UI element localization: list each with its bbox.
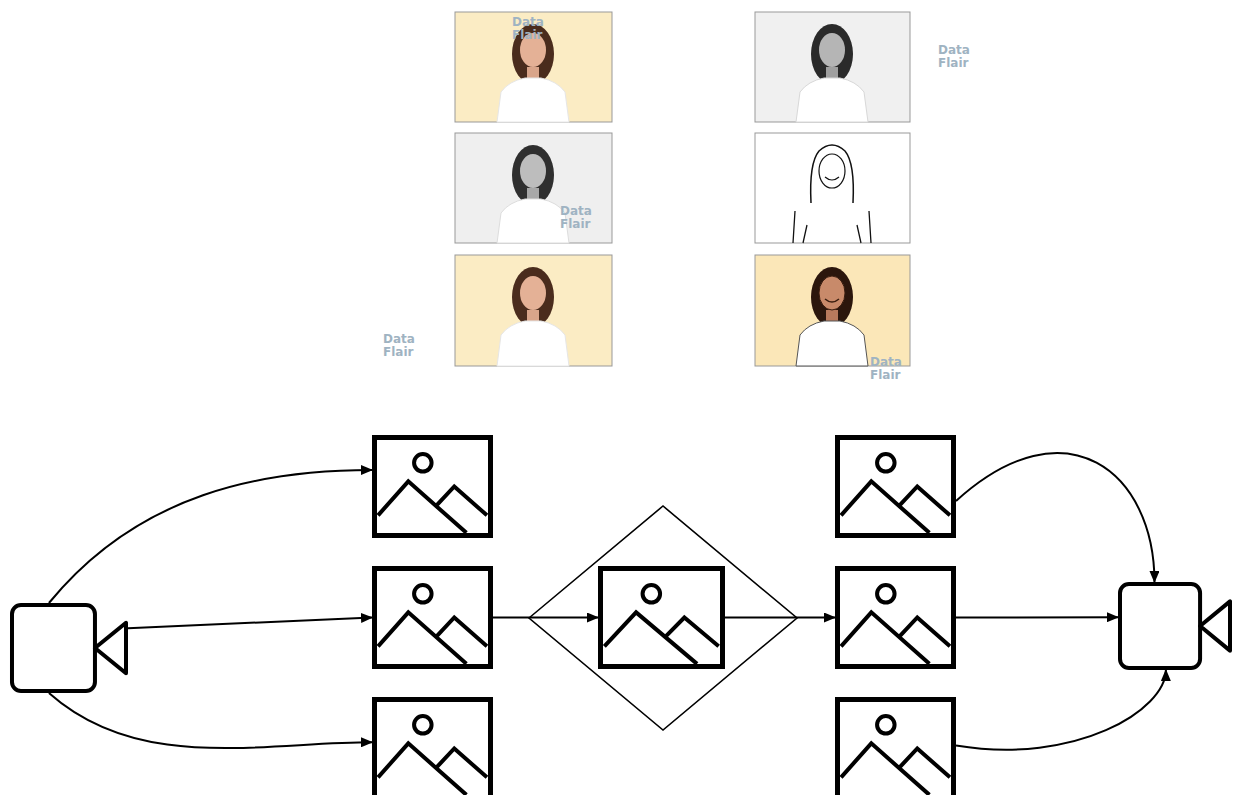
- camera-outline: [1118, 582, 1232, 670]
- image-frame: [372, 435, 493, 538]
- image-frame: [835, 697, 956, 795]
- flow-arrow: [128, 618, 372, 629]
- flow-arrow: [956, 670, 1166, 750]
- flow-arrow: [725, 617, 835, 619]
- camera-outline: [10, 603, 128, 693]
- watermark: Data Flair: [870, 356, 910, 382]
- photo-sketch: [755, 133, 910, 243]
- decision-diamond: [528, 505, 798, 731]
- flow-arrow: [49, 470, 372, 603]
- flow-arrow: [493, 617, 598, 619]
- photo-color: [455, 12, 612, 122]
- watermark: Data Flair: [938, 44, 978, 70]
- watermark: Data Flair: [512, 16, 552, 42]
- image-frame: [835, 566, 956, 669]
- watermark: Data Flair: [560, 205, 600, 231]
- image-outline: [835, 566, 956, 669]
- image-frame: [598, 566, 725, 669]
- flow-arrow: [49, 693, 372, 748]
- image-frame: [372, 566, 493, 669]
- image-outline: [835, 435, 956, 538]
- image-outline: [835, 697, 956, 795]
- flow-arrow: [956, 616, 1118, 618]
- video-camera: [1118, 582, 1232, 670]
- image-frame: [835, 435, 956, 538]
- photo-color: [455, 255, 612, 366]
- image-outline: [372, 697, 493, 795]
- photo-cartoon: [755, 255, 910, 366]
- image-outline: [372, 566, 493, 669]
- video-camera: [10, 603, 128, 693]
- flow-arrow: [956, 453, 1154, 582]
- image-frame: [372, 697, 493, 795]
- image-outline: [598, 566, 725, 669]
- photo-gray: [755, 12, 910, 122]
- image-outline: [372, 435, 493, 538]
- photo-gray: [455, 133, 612, 243]
- watermark: Data Flair: [383, 333, 423, 359]
